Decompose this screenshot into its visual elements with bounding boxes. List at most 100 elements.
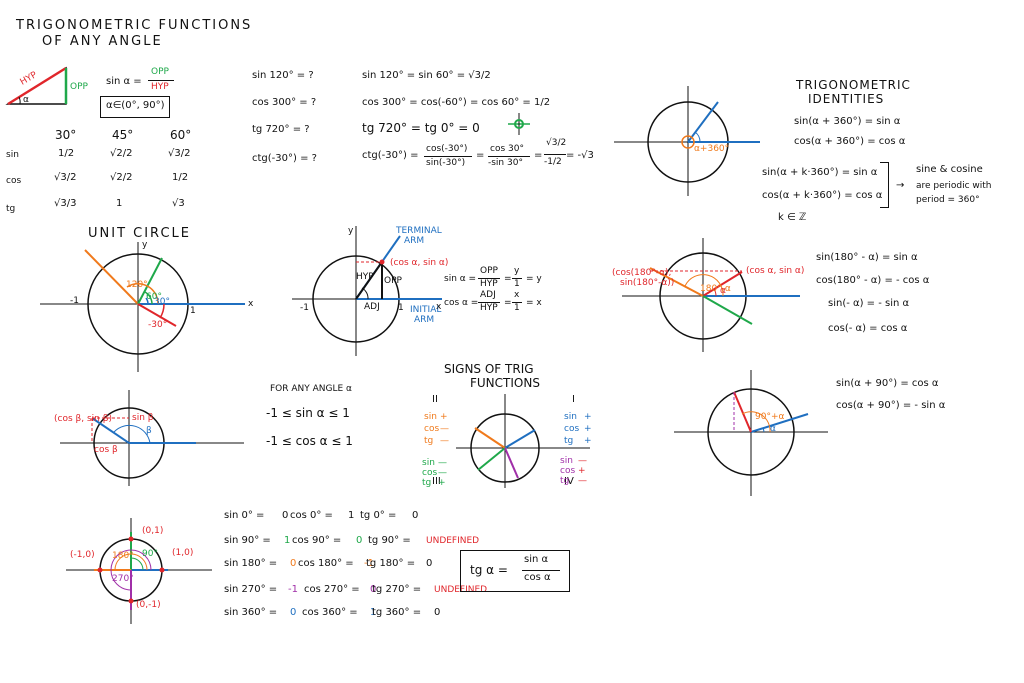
table-cell: √3 bbox=[172, 198, 185, 209]
sign-value: + bbox=[438, 478, 446, 488]
special-value: -1 bbox=[364, 558, 374, 569]
special-value: 0 bbox=[426, 558, 433, 569]
sign-value: — bbox=[438, 458, 447, 468]
right-triangle-diagram bbox=[5, 66, 68, 106]
fraction-bar bbox=[522, 570, 560, 571]
angle-60: 60° bbox=[146, 292, 162, 302]
sin-definition-num: OPP bbox=[151, 67, 169, 77]
special-value-lhs: tg 180° = bbox=[366, 558, 416, 569]
adj-label: ADJ bbox=[364, 302, 380, 312]
k-integer: k ∈ ℤ bbox=[778, 212, 807, 223]
fraction-bar bbox=[478, 302, 500, 303]
special-value-lhs: cos 270° = bbox=[304, 584, 360, 595]
arrow: → bbox=[896, 180, 905, 191]
special-value-lhs: sin 90° = bbox=[224, 535, 271, 546]
equals: = bbox=[476, 150, 485, 161]
tg-definition-lhs: tg α = bbox=[470, 563, 508, 577]
alpha-label: α bbox=[770, 424, 776, 434]
identities-heading: IDENTITIES bbox=[808, 92, 885, 106]
table-header: 30° bbox=[55, 128, 77, 142]
sign-fn: cos bbox=[560, 466, 576, 476]
special-value: 0 bbox=[290, 607, 297, 618]
page-title: TRIGONOMETRIC FUNCTIONS bbox=[16, 18, 253, 33]
table-cell: √2/2 bbox=[110, 148, 133, 159]
result: = y bbox=[526, 274, 542, 284]
special-value: -1 bbox=[288, 584, 298, 595]
answer: tg 720° = tg 0° = 0 bbox=[362, 121, 480, 135]
supp-point-left: (cos(180°-α), bbox=[612, 268, 672, 278]
sign-value: + bbox=[578, 466, 586, 476]
y-axis-label: y bbox=[142, 240, 148, 250]
terminal-arm-label: TERMINAL bbox=[396, 226, 442, 236]
y-axis-label: y bbox=[348, 226, 354, 236]
special-value: 1 bbox=[370, 607, 377, 618]
sign-fn: cos bbox=[422, 468, 438, 478]
alpha-plus-360-label: α+360° bbox=[694, 144, 730, 154]
supp-identity: sin(- α) = - sin α bbox=[828, 298, 910, 309]
periodic-circle bbox=[614, 86, 760, 196]
cos-def-lhs: cos α = bbox=[444, 298, 479, 308]
question: sin 120° = ? bbox=[252, 70, 314, 81]
table-cell: 1 bbox=[116, 198, 123, 209]
special-value-lhs: sin 0° = bbox=[224, 510, 265, 521]
alpha-label: α bbox=[720, 286, 726, 296]
quadrant-i: I bbox=[572, 394, 575, 405]
angle-270: 270° bbox=[112, 574, 134, 584]
special-value-lhs: cos 360° = bbox=[302, 607, 358, 618]
unit-circle-heading: UNIT CIRCLE bbox=[88, 226, 191, 241]
signs-heading: FUNCTIONS bbox=[470, 376, 540, 390]
angle-neg-30: -30° bbox=[148, 320, 168, 330]
answer-fraction-den: -1/2 bbox=[544, 157, 562, 167]
special-value: 1 bbox=[284, 535, 291, 546]
hyp-label: HYP bbox=[356, 272, 374, 282]
frac-den: HYP bbox=[480, 303, 498, 313]
fraction-bar bbox=[424, 156, 472, 157]
special-value-lhs: sin 360° = bbox=[224, 607, 278, 618]
special-value-lhs: cos 180° = bbox=[298, 558, 354, 569]
special-value-lhs: tg 270° = bbox=[372, 584, 422, 595]
comp-identity: sin(α + 90°) = cos α bbox=[836, 378, 939, 389]
special-value: UNDEFINED bbox=[426, 536, 480, 546]
answer-fraction-num: cos 30° bbox=[490, 144, 524, 154]
sign-fn: cos bbox=[424, 424, 440, 434]
tick-one: 1 bbox=[190, 306, 196, 316]
bounds-heading: FOR ANY ANGLE α bbox=[270, 384, 352, 394]
special-value-lhs: sin 180° = bbox=[224, 558, 278, 569]
domain-text: α∈(0°, 90°) bbox=[106, 100, 165, 111]
quadrant-iii: III bbox=[432, 476, 441, 487]
frac-num: ADJ bbox=[480, 290, 496, 300]
identity: sin(α + k·360°) = sin α bbox=[762, 167, 878, 178]
unit-circle-diagram bbox=[40, 242, 245, 372]
frac-den: 1 bbox=[514, 279, 520, 289]
result: = x bbox=[526, 298, 542, 308]
tick-neg-one: -1 bbox=[70, 296, 79, 306]
angle-120: 120° bbox=[126, 280, 148, 290]
question: tg 720° = ? bbox=[252, 124, 310, 135]
table-cell: 1/2 bbox=[172, 172, 189, 183]
periodic-note: sine & cosine bbox=[916, 164, 983, 175]
page-subtitle: OF ANY ANGLE bbox=[42, 34, 163, 49]
answer-fraction-num: cos(-30°) bbox=[426, 144, 468, 154]
sign-value: — bbox=[440, 436, 449, 446]
frac-num: OPP bbox=[480, 266, 498, 276]
special-value: 0 bbox=[370, 584, 377, 595]
fraction-bar bbox=[512, 302, 522, 303]
sign-fn: sin bbox=[560, 456, 573, 466]
table-row-label: sin bbox=[6, 150, 19, 160]
terminal-arm-label: ARM bbox=[404, 236, 425, 246]
hyp-label: HYP bbox=[18, 70, 40, 88]
sign-fn: cos bbox=[564, 424, 580, 434]
special-value-lhs: tg 360° = bbox=[372, 607, 422, 618]
equals: = bbox=[504, 274, 512, 284]
sin-definition-den: HYP bbox=[151, 82, 169, 92]
frac-num: x bbox=[514, 290, 520, 300]
tick-one: 1 bbox=[398, 303, 404, 313]
special-value: 0 bbox=[356, 535, 363, 546]
table-cell: √3/2 bbox=[168, 148, 191, 159]
equals: = bbox=[534, 150, 543, 161]
sign-value: — bbox=[578, 456, 587, 466]
frac-num: y bbox=[514, 266, 520, 276]
angle-30: 30° bbox=[154, 297, 170, 307]
frac-den: 1 bbox=[514, 303, 520, 313]
equals: = bbox=[504, 298, 512, 308]
